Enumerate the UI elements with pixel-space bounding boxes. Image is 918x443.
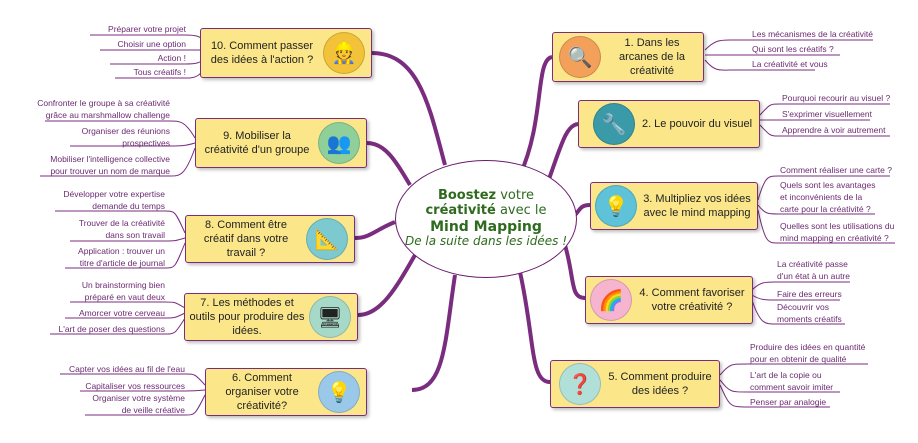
branch-t10 [371, 51, 447, 166]
worker-icon: 👷 [323, 32, 365, 74]
sub-t5-3: comment savoir imiter [750, 382, 834, 392]
sub-t4-0: La créativité passe [777, 259, 848, 269]
sub-t7-1: préparé en vaut deux [84, 292, 165, 302]
branch-t8 [354, 220, 396, 240]
center-line2-rest: avec le [499, 203, 547, 219]
sub-t9-3: prospectives [122, 138, 170, 148]
map-icon: 💡 [595, 185, 637, 227]
sub-t3-2: et inconvénients de la [780, 192, 863, 202]
question-icon: ❓ [559, 363, 601, 405]
center-line3: Mind Mapping [430, 218, 542, 235]
sub-t7-0: Un brainstorming bien [81, 280, 165, 290]
sub-t4-1: d'un état à un autre [777, 271, 850, 281]
center-line2-bold: créativité [425, 203, 496, 219]
branch-t5 [518, 271, 551, 384]
sub-t5-2: L'art de la copie ou [750, 370, 822, 380]
lamp-icon: 💡 [318, 371, 360, 413]
center-line4: De la suite dans les idées ! [404, 234, 568, 249]
sub-t9-0: Confronter le groupe à sa créativité [37, 98, 170, 108]
sub-t6-3: de veille créative [121, 405, 185, 415]
sub-t7-2: Amorcer votre cerveau [79, 308, 165, 318]
topic-2[interactable]: 🔧 2. Le pouvoir du visuel [578, 100, 760, 148]
topic-4[interactable]: 🌈 4. Comment favoriser votre créativité … [585, 276, 753, 324]
topic-1-label: 1. Dans les arcanes de la créativité [618, 36, 686, 78]
topic-8-label: 8. Comment être créatif dans votre trava… [203, 218, 289, 260]
sub-t9-4: Mobiliser l'intelligence collective [50, 154, 170, 164]
compass-icon: 📐 [306, 218, 348, 260]
branch-t1 [518, 55, 553, 176]
branch-t9 [366, 141, 412, 187]
topic-9[interactable]: 9. Mobiliser la créativité d'un groupe 👥 [195, 118, 367, 168]
topic-3[interactable]: 💡 3. Multipliez vos idées avec le mind m… [590, 182, 758, 230]
sub-t9-2: Organiser des réunions [81, 126, 170, 136]
topic-1[interactable]: 🔍 1. Dans les arcanes de la créativité [552, 32, 704, 82]
center-line1-rest: votre [500, 188, 535, 204]
topic-5[interactable]: ❓ 5. Comment produire des idées ? [550, 360, 720, 408]
topic-9-label: 9. Mobiliser la créativité d'un groupe [204, 129, 310, 156]
branch-t6 [411, 274, 457, 392]
branch-t4 [563, 244, 586, 300]
topic-6[interactable]: 6. Comment organiser votre créativité? 💡 [205, 368, 367, 416]
sub-t5-0: Produire des idées en quantité [750, 342, 866, 352]
sub-t4-4: moments créatifs [777, 314, 842, 324]
sub-t3-0: Comment réaliser une carte ? [780, 165, 892, 175]
sub-t9-5: pour trouver un nom de marque [50, 166, 170, 176]
sub-t8-4: Application : trouver un [78, 246, 165, 256]
sub-t10-3: Tous créatifs ! [133, 67, 186, 77]
topic-7-label: 7. Les méthodes et outils pour produire … [189, 296, 305, 338]
topic-6-label: 6. Comment organiser votre créativité? [225, 371, 299, 413]
central-topic: Boostez votre créativité avec le Mind Ma… [395, 160, 577, 278]
sub-t8-5: titre d'article de journal [79, 258, 165, 268]
branch-t7 [357, 254, 417, 317]
sub-t8-2: Trouver de la créativité [78, 218, 165, 228]
sub-t4-3: Découvrir vos [777, 302, 829, 312]
sub-t5-4: Penser par analogie [750, 397, 827, 407]
sub-t7-3: L'art de poser des questions [58, 324, 165, 334]
sub-t9-1: grâce au marshmallow challenge [45, 110, 170, 120]
sub-t8-3: dans son travail [105, 230, 165, 240]
sub-t3-3: carte pour la créativité ? [780, 204, 871, 214]
sub-t6-1: Capitaliser vos ressources [85, 381, 185, 391]
sub-t3-5: mind mapping en créativité ? [780, 233, 889, 243]
sub-t10-2: Action ! [157, 53, 186, 63]
sub-t10-0: Préparer votre projet [108, 24, 186, 34]
sub-t4-2: Faire des erreurs [777, 289, 842, 299]
topic-8[interactable]: 8. Comment être créatif dans votre trava… [185, 215, 355, 263]
sub-t6-2: Organiser votre système [92, 393, 185, 403]
group-icon: 👥 [318, 122, 360, 164]
sub-t10-1: Choisir une option [117, 39, 186, 49]
sub-t2-1: S'exprimer visuellement [782, 109, 872, 119]
sub-t1-2: La créativité et vous [752, 59, 828, 69]
sub-t3-4: Quelles sont les utilisations du [780, 221, 895, 231]
rainbow-icon: 🌈 [590, 279, 632, 321]
sub-t2-2: Apprendre à voir autrement [782, 125, 886, 135]
sub-t8-1: demande du temps [92, 201, 165, 211]
sub-t3-1: Quels sont les avantages [780, 180, 876, 190]
topic-10[interactable]: 10. Comment passer des idées à l'action … [200, 28, 372, 78]
sub-t5-1: pour en obtenir de qualité [750, 354, 847, 364]
screen-icon: 🖥 [309, 296, 351, 338]
magnifier-icon: 🔍 [559, 36, 601, 78]
sub-t1-1: Qui sont les créatifs ? [752, 44, 834, 54]
sub-t6-0: Capter vos idées au fil de l'eau [69, 364, 185, 374]
topic-5-label: 5. Comment produire des idées ? [608, 370, 712, 397]
tools-icon: 🔧 [593, 103, 635, 145]
topic-2-label: 2. Le pouvoir du visuel [641, 117, 753, 130]
sub-t2-0: Pourquoi recourir au visuel ? [782, 93, 891, 103]
topic-4-label: 4. Comment favoriser votre créativité ? [639, 286, 745, 313]
topic-3-label: 3. Multipliez vos idées avec le mind map… [643, 192, 751, 219]
sub-t1-0: Les mécanismes de la créativité [752, 29, 873, 39]
sub-t8-0: Développer votre expertise [63, 189, 165, 199]
center-line1-bold: Boostez [437, 188, 497, 204]
topic-7[interactable]: 7. Les méthodes et outils pour produire … [184, 293, 358, 341]
topic-10-label: 10. Comment passer des idées à l'action … [210, 39, 314, 66]
branch-t3 [573, 203, 591, 217]
